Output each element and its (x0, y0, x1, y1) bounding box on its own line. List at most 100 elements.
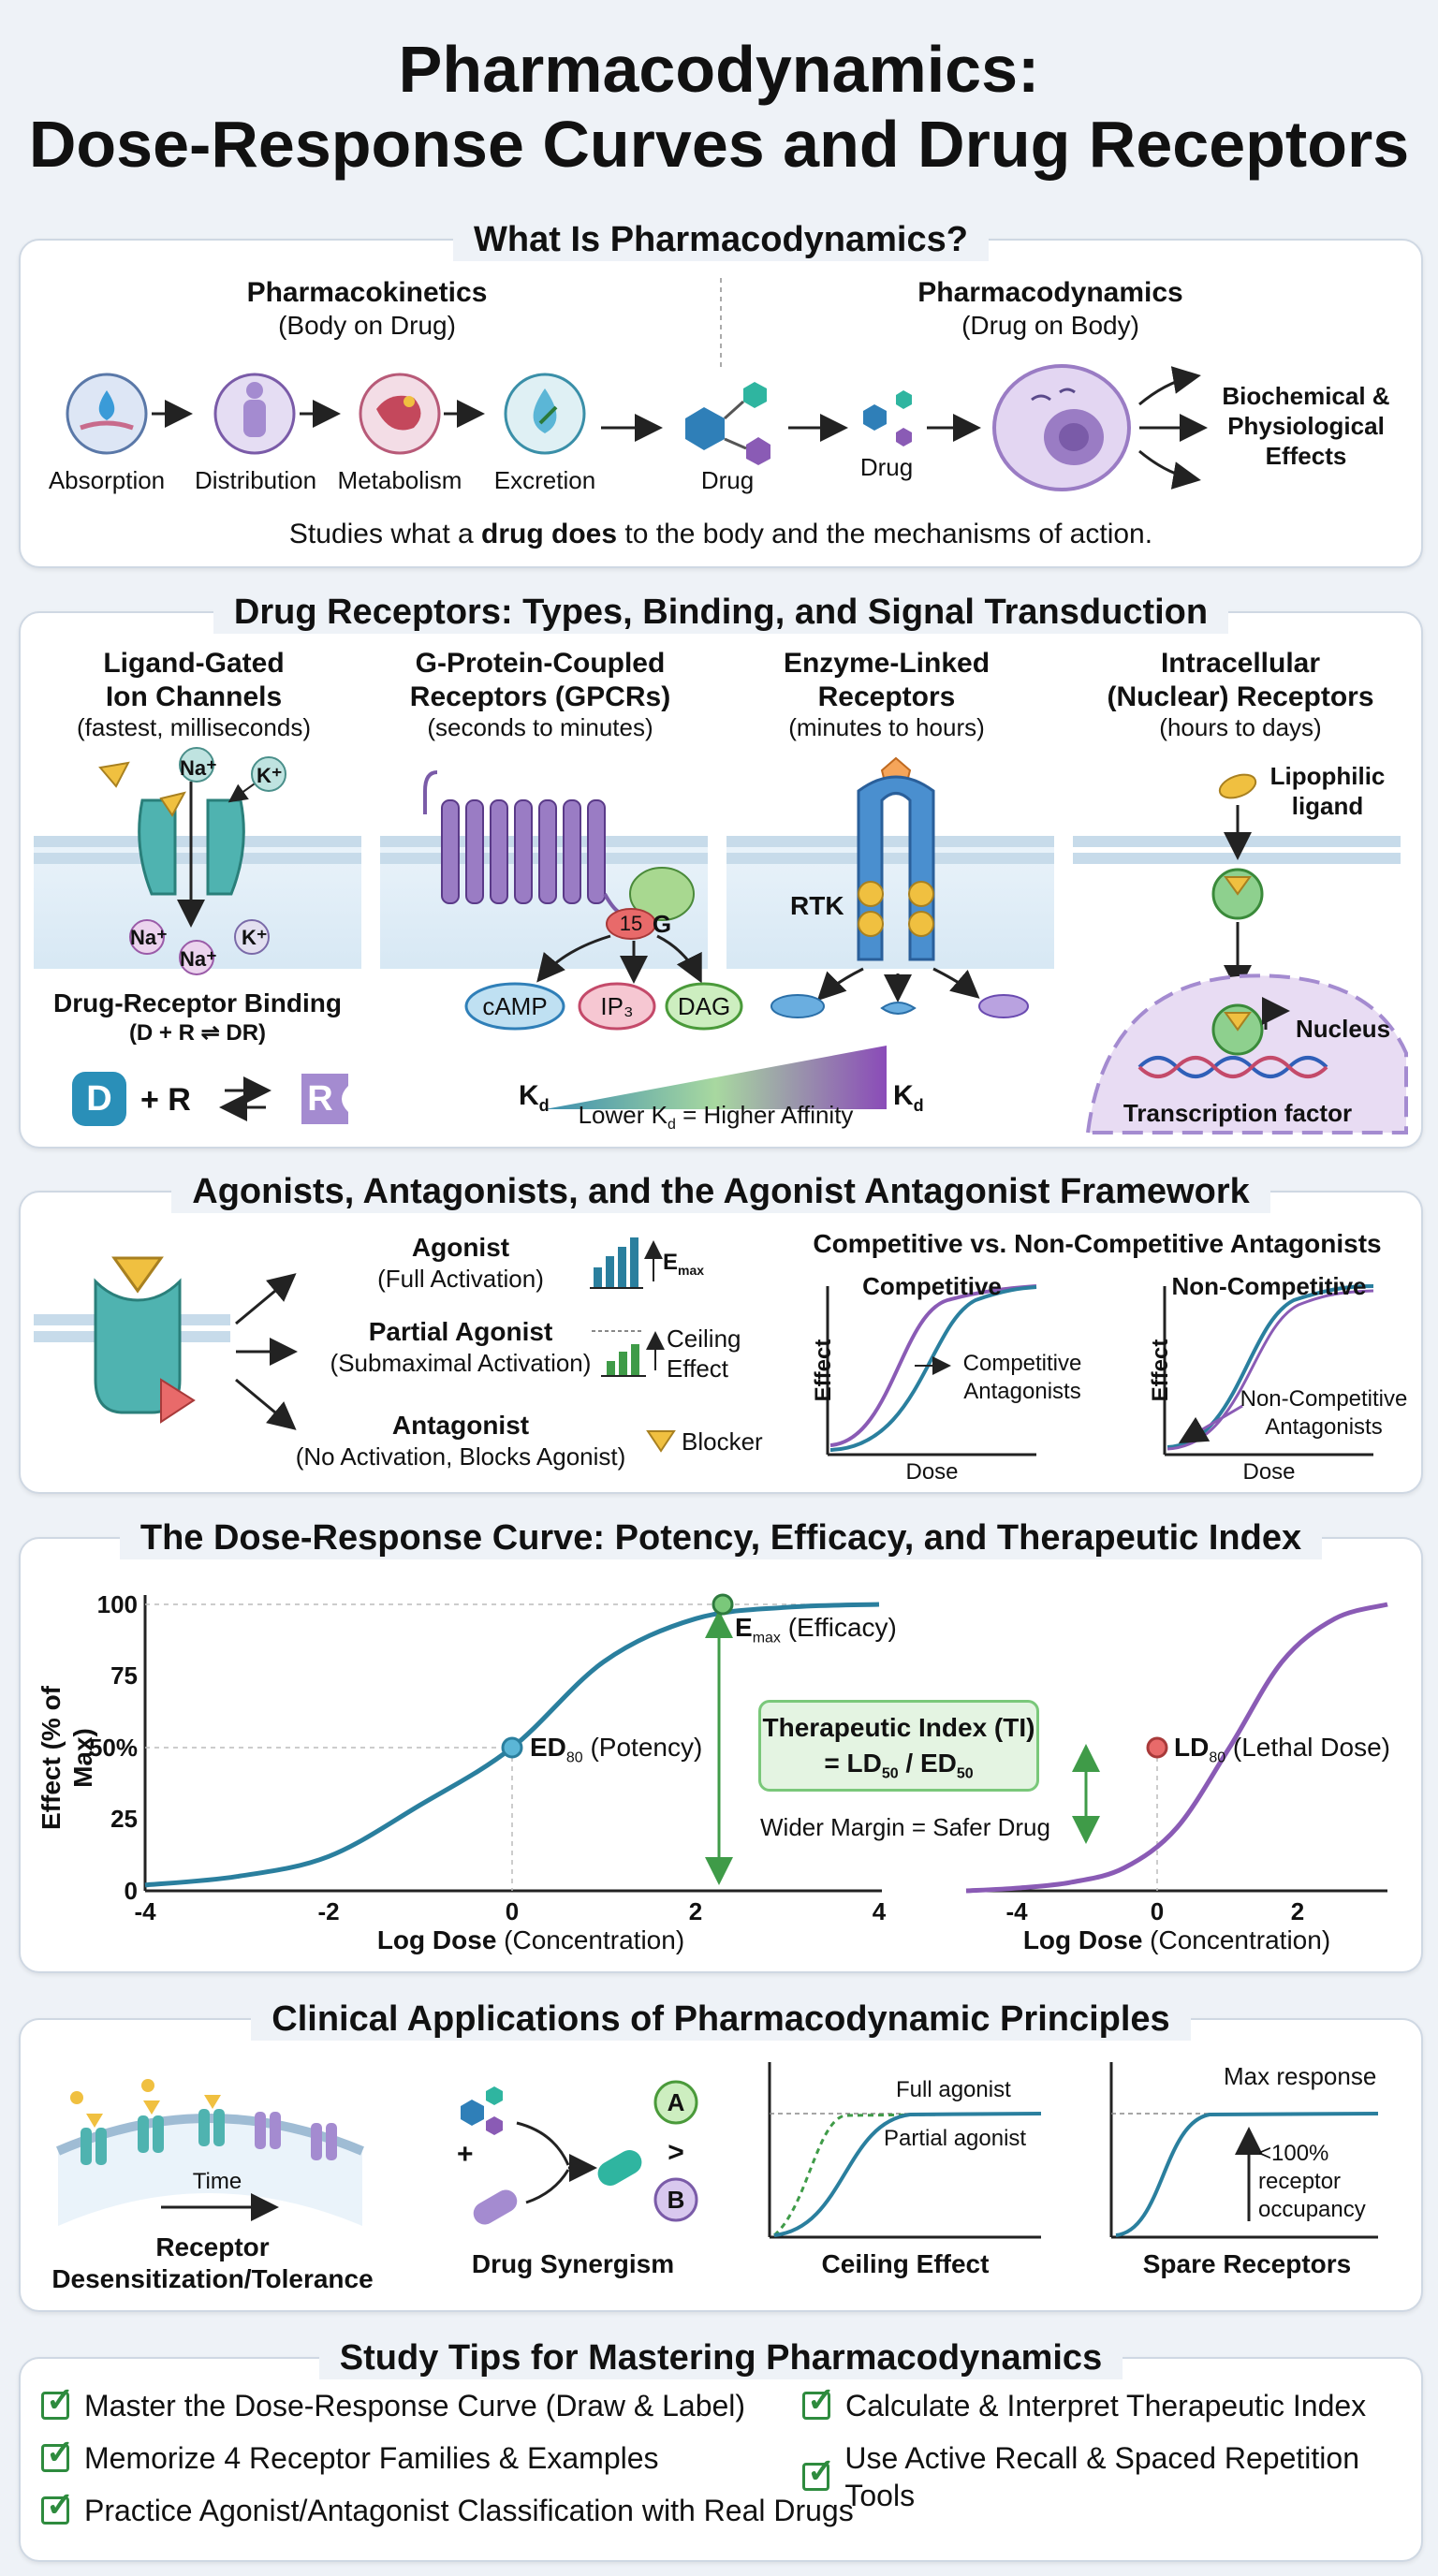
emax-efficacy-label: Emax (Efficacy) (735, 1613, 897, 1647)
receptor-3-time: (minutes to hours) (788, 713, 985, 741)
distribution-icon (213, 373, 296, 455)
time-label: Time (192, 2169, 242, 2194)
xtick-left-3: 2 (688, 1897, 703, 1925)
comp-noncomp-title: Competitive vs. Non-Competitive Antagoni… (813, 1229, 1382, 1258)
cell-icon (992, 364, 1131, 491)
step-metabolism: Metabolism (337, 466, 462, 494)
ytick-100: 100 (96, 1590, 138, 1618)
ion-channel-icon (98, 761, 265, 928)
drug-d-label: D (86, 1079, 112, 1119)
absorption-icon (66, 373, 148, 455)
g-protein-label: G (652, 910, 672, 938)
partial-agonist-label: Partial Agonist (368, 1317, 553, 1346)
synergism-plus: + (457, 2139, 474, 2170)
ed-label: ED80 (Potency) (530, 1733, 703, 1766)
comp-y-label: Effect (811, 1339, 836, 1402)
full-agonist-label: Full agonist (896, 2077, 1011, 2102)
rtk-icon (770, 756, 1029, 1018)
ed-point (501, 1736, 523, 1759)
receptor-2-time: (seconds to minutes) (427, 713, 653, 741)
section-title: Study Tips for Mastering Pharmacodynamic… (318, 2336, 1123, 2379)
plus-r-label: + R (140, 1082, 191, 1118)
effects-label: Biochemical & Physiological Effects (1222, 382, 1390, 470)
checkbox-icon (41, 2381, 74, 2420)
section-what-is-pd: What Is Pharmacodynamics? Pharmacokineti… (19, 218, 1423, 568)
wider-margin-label: Wider Margin = Safer Drug (760, 1813, 1050, 1841)
synergism-a: A (667, 2088, 685, 2116)
xtick-left-2: 0 (505, 1897, 520, 1925)
receptor-1-time: (fastest, milliseconds) (77, 713, 311, 741)
section-title: Clinical Applications of Pharmacodynamic… (251, 1998, 1191, 2041)
tip-3: Memorize 4 Receptor Families & Examples (41, 2434, 659, 2477)
section-title: The Dose-Response Curve: Potency, Effica… (119, 1516, 1323, 1559)
partial-agonist-sub: (Submaximal Activation) (330, 1349, 592, 1377)
drug-d-box (72, 1072, 126, 1126)
blocker-icon (646, 1430, 676, 1453)
drug-label-2: Drug (859, 453, 914, 481)
therapeutic-index-box: Therapeutic Index (TI) = LD50 / ED50 (758, 1700, 1039, 1792)
lipophilic-label: Lipophilic ligand (1269, 762, 1386, 820)
desensitization-label: Receptor Desensitization/Tolerance (51, 2232, 374, 2293)
tip-5: Practice Agonist/Antagonist Classificati… (41, 2486, 854, 2529)
xtick-left-1: -2 (317, 1897, 340, 1925)
antagonist-label: Antagonist (391, 1411, 530, 1440)
agonist-graphic (34, 1237, 1374, 1456)
ytick-75: 75 (110, 1661, 138, 1690)
occupancy-label: <100% receptor occupancy (1258, 2141, 1366, 2222)
dr-x-axis-label-right: Log Dose (Concentration) (1022, 1925, 1331, 1954)
checkbox-icon (41, 2486, 74, 2525)
binding-equation: (D + R ⇌ DR) (128, 1020, 267, 1046)
transcription-label: Transcription factor (1123, 1099, 1353, 1127)
checkbox-icon (802, 2381, 835, 2420)
intracellular-receptor-icon (1085, 773, 1408, 1134)
ytick-25: 25 (110, 1805, 138, 1833)
receptor-r-label: R (307, 1079, 333, 1119)
section-title: Drug Receptors: Types, Binding, and Sign… (213, 591, 1229, 634)
comp-x-label: Dose (905, 1459, 959, 1485)
pd-title: Pharmacodynamics (917, 277, 1183, 308)
ion-na-bottom-1: Na⁺ (130, 926, 168, 949)
pd-subtitle: (Drug on Body) (961, 311, 1139, 340)
ld-label: LD80 (Lethal Dose) (1174, 1733, 1390, 1766)
ion-na-bottom-2: Na⁺ (180, 947, 217, 971)
noncomp-annotation: Non-Competitive Antagonists (1240, 1386, 1408, 1440)
competitive-chart (826, 1284, 1037, 1456)
agonist-sub: (Full Activation) (377, 1265, 544, 1293)
section-title: What Is Pharmacodynamics? (453, 218, 989, 261)
synergism-icon (461, 2080, 698, 2225)
section-agonists-antagonists: Agonists, Antagonists, and the Agonist A… (19, 1170, 1423, 1494)
pk-subtitle: (Body on Drug) (278, 311, 456, 340)
noncomp-y-label: Effect (1148, 1339, 1173, 1402)
emax-point (712, 1593, 734, 1616)
section-study-tips: Study Tips for Mastering Pharmacodynamic… (19, 2336, 1423, 2562)
blocker-label: Blocker (682, 1427, 763, 1456)
ytick-0: 0 (124, 1877, 138, 1905)
receptor-4-name: Intracellular(Nuclear) Receptors (1107, 648, 1374, 712)
spare-receptors-label: Spare Receptors (1142, 2249, 1352, 2278)
desensitization-receptors-icon (70, 2079, 337, 2165)
kd-right-label: Kd (893, 1080, 924, 1115)
full-activation-bars-icon (590, 1237, 663, 1289)
comp-annotation: Competitive Antagonists (962, 1351, 1082, 1404)
antagonist-sub: (No Activation, Blocks Agonist) (295, 1442, 626, 1471)
section-dose-response: The Dose-Response Curve: Potency, Effica… (19, 1516, 1423, 1973)
partial-agonist-label: Partial agonist (884, 2126, 1027, 2151)
step-absorption: Absorption (48, 466, 166, 494)
excretion-icon (504, 373, 586, 455)
ld-point (1146, 1736, 1168, 1759)
ceiling-effect-label: Ceiling Effect (667, 1325, 741, 1383)
section-title: Agonists, Antagonists, and the Agonist A… (171, 1170, 1270, 1213)
max-response-label: Max response (1224, 2062, 1377, 2090)
drug-molecule-icon (685, 382, 770, 465)
noncomp-x-label: Dose (1242, 1459, 1296, 1485)
partial-activation-bars-icon (592, 1330, 665, 1377)
page-title: Pharmacodynamics: Dose-Response Curves a… (28, 33, 1410, 181)
checkbox-icon (41, 2434, 74, 2472)
synergism-label: Drug Synergism (471, 2249, 675, 2278)
xtick-left-0: -4 (134, 1897, 156, 1925)
messenger-camp: cAMP (482, 992, 548, 1020)
tip-1: Master the Dose-Response Curve (Draw & L… (41, 2381, 745, 2424)
